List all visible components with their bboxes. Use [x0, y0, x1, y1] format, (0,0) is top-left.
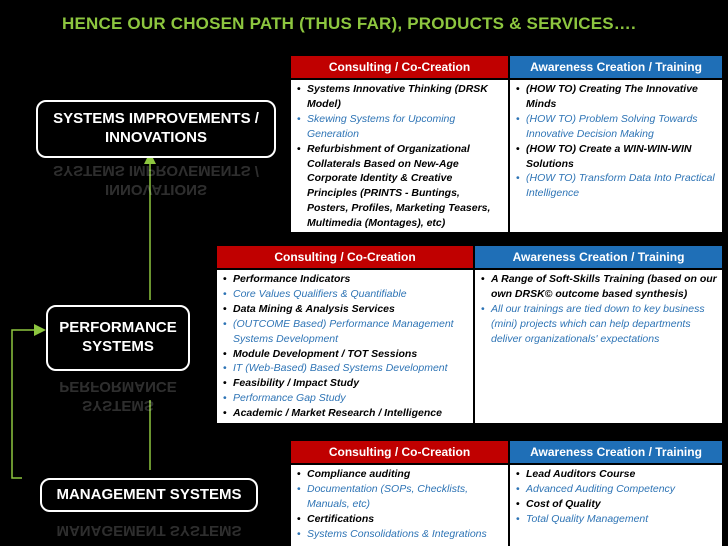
service-item: (HOW TO) Problem Solving Towards Innovat… [516, 112, 718, 142]
level-reflection-systems-improvements: INNOVATIONS SYSTEMS IMPROVEMENTS / [36, 162, 276, 198]
training-list: (HOW TO) Creating The Innovative Minds(H… [510, 80, 722, 232]
reflection-line1: MANAGEMENT SYSTEMS [56, 522, 242, 539]
consulting-list: Performance IndicatorsCore Values Qualif… [217, 270, 473, 423]
service-item: Systems Consolidations & Integrations [297, 527, 504, 542]
consulting-list: Compliance auditingDocumentation (SOPs, … [291, 465, 508, 546]
service-item: (OUTCOME Based) Performance Management S… [223, 317, 469, 347]
service-item: Refurbishment of Organizational Collater… [297, 142, 504, 231]
service-item: Skewing Systems for Upcoming Generation [297, 112, 504, 142]
service-item: Module Development / TOT Sessions [223, 347, 469, 362]
consulting-header: Consulting / Co-Creation [291, 56, 508, 78]
service-item: Documentation (SOPs, Checklists, Manuals… [297, 482, 504, 512]
service-item: Compliance auditing [297, 467, 504, 482]
reflection-line1: SYSTEMS IMPROVEMENTS / [53, 162, 259, 180]
reflection-line1: PERFORMANCE [59, 378, 177, 396]
service-item: All our trainings are tied down to key b… [481, 302, 718, 347]
consulting-header: Consulting / Co-Creation [291, 441, 508, 463]
slide-title: HENCE OUR CHOSEN PATH (THUS FAR), PRODUC… [62, 14, 636, 33]
service-item: Academic / Market Research / Intelligenc… [223, 406, 469, 421]
service-item: Core Values Qualifiers & Quantifiable [223, 287, 469, 302]
level-label-line1: MANAGEMENT SYSTEMS [56, 485, 242, 503]
consulting-header: Consulting / Co-Creation [217, 246, 473, 268]
service-item: (HOW TO) Create a WIN-WIN-WIN Solutions [516, 142, 718, 172]
arrow-management-to-performance [11, 324, 46, 479]
level-label-line1: SYSTEMS IMPROVEMENTS / [53, 110, 259, 128]
service-item: Advanced Auditing Competency [516, 482, 718, 497]
level-label-line2: INNOVATIONS [105, 129, 207, 146]
service-item: A Range of Soft-Skills Training (based o… [481, 272, 718, 302]
service-item: (HOW TO) Creating The Innovative Minds [516, 82, 718, 112]
level-label-line2: SYSTEMS [82, 338, 154, 355]
services-panel-systems-improvements: Consulting / Co-Creation Awareness Creat… [291, 56, 722, 232]
level-label-line1: PERFORMANCE [59, 319, 177, 337]
service-item: Certifications [297, 512, 504, 527]
consulting-list: Systems Innovative Thinking (DRSK Model)… [291, 80, 508, 232]
level-reflection-management-systems: MANAGEMENT SYSTEMS [40, 515, 258, 539]
reflection-line2: INNOVATIONS [105, 181, 207, 198]
level-box-systems-improvements: SYSTEMS IMPROVEMENTS / INNOVATIONS [36, 100, 276, 158]
training-header: Awareness Creation / Training [475, 246, 722, 268]
service-item: Total Quality Management [516, 512, 718, 527]
service-item: (HOW TO) Transform Data Into Practical I… [516, 171, 718, 201]
reflection-line2: SYSTEMS [82, 397, 154, 414]
training-list: Lead Auditors CourseAdvanced Auditing Co… [510, 465, 722, 546]
level-box-performance-systems: PERFORMANCE SYSTEMS [46, 305, 190, 371]
service-item: IT (Web-Based) Based Systems Development [223, 361, 469, 376]
training-list: A Range of Soft-Skills Training (based o… [475, 270, 722, 423]
services-panel-management-systems: Consulting / Co-Creation Awareness Creat… [291, 441, 722, 546]
service-item: Feasibility / Impact Study [223, 376, 469, 391]
level-box-management-systems: MANAGEMENT SYSTEMS [40, 478, 258, 512]
training-header: Awareness Creation / Training [510, 441, 722, 463]
training-header: Awareness Creation / Training [510, 56, 722, 78]
service-item: Performance Gap Study [223, 391, 469, 406]
service-item: Systems Innovative Thinking (DRSK Model) [297, 82, 504, 112]
services-panel-performance-systems: Consulting / Co-Creation Awareness Creat… [217, 246, 722, 423]
level-reflection-performance-systems: SYSTEMS PERFORMANCE [46, 376, 190, 414]
service-item: Data Mining & Analysis Services [223, 302, 469, 317]
service-item: Lead Auditors Course [516, 467, 718, 482]
service-item: Performance Indicators [223, 272, 469, 287]
service-item: Cost of Quality [516, 497, 718, 512]
